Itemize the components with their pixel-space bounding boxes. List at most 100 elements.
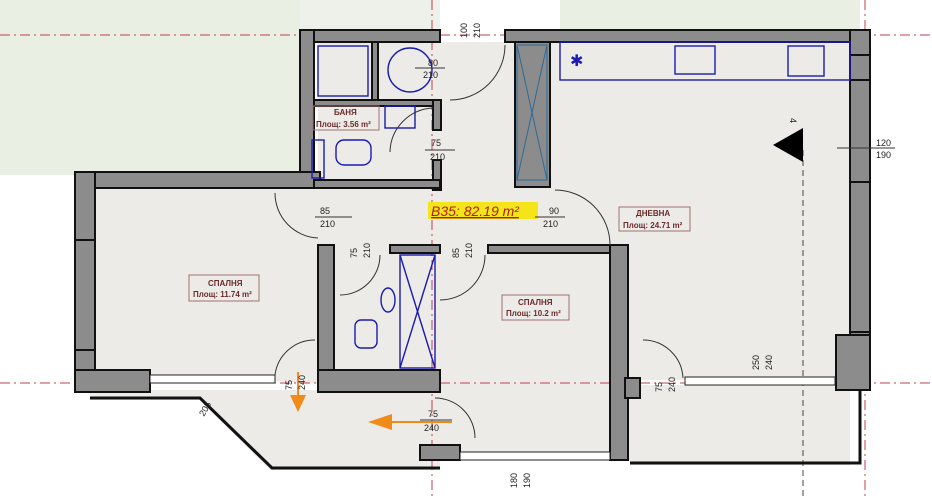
balcony-railing (630, 390, 862, 465)
door-swing (274, 339, 316, 376)
door-swing (434, 397, 476, 439)
door-swing (339, 254, 381, 296)
room-area: Площ: 3.56 m² (316, 120, 371, 129)
toilet-icon (335, 139, 372, 166)
room-label-bath: БАНЯ Площ: 3.56 m² (312, 105, 380, 131)
door-swing (389, 107, 434, 153)
svg-text:90: 90 (549, 206, 559, 216)
orange-arrow-down-icon (290, 395, 306, 412)
door-swing (554, 189, 611, 246)
window (149, 374, 276, 384)
wardrobe-cross (399, 254, 436, 369)
round-shower-icon (387, 47, 433, 93)
svg-text:250: 250 (751, 355, 761, 370)
wall (371, 41, 379, 103)
room-label-bedroom-2: СПАЛНЯ Площ: 10.2 m² (501, 294, 570, 321)
wardrobe-icon (399, 254, 436, 369)
wall (299, 29, 441, 43)
wall (317, 369, 441, 393)
wall (313, 99, 441, 107)
balcony-railing (90, 396, 440, 470)
window (459, 451, 611, 461)
svg-text:85: 85 (451, 248, 461, 258)
svg-text:80: 80 (428, 58, 438, 68)
toilet-icon (354, 319, 378, 349)
neighbor-bath (300, 0, 440, 30)
svg-text:75: 75 (431, 138, 441, 148)
exterior-area-left (0, 0, 300, 175)
room-area: Площ: 10.2 m² (506, 309, 561, 318)
apartment-title: B35: 82.19 m² (431, 203, 520, 219)
wall (835, 334, 871, 391)
sink-icon (380, 287, 396, 313)
svg-text:180: 180 (509, 473, 519, 488)
apartment-title-highlight (428, 202, 538, 219)
orange-arrow-left-icon (368, 414, 392, 430)
closet-icon (516, 44, 548, 181)
room-area: Площ: 11.74 m² (193, 290, 252, 299)
wall (389, 244, 441, 254)
wall (849, 181, 871, 333)
svg-text:210: 210 (362, 243, 372, 258)
wall (317, 244, 335, 376)
svg-text:190: 190 (876, 150, 891, 160)
room-label-living: ДНЕВНА Площ: 24.71 m² (618, 206, 691, 232)
room-name: ДНЕВНА (636, 209, 670, 218)
wall (313, 179, 441, 189)
wall (487, 244, 629, 254)
svg-text:240: 240 (297, 375, 307, 390)
svg-text:85: 85 (320, 206, 330, 216)
wall (74, 369, 151, 393)
fridge-snowflake-icon: ✱ (570, 53, 583, 70)
svg-text:240: 240 (424, 423, 439, 433)
svg-text:120: 120 (876, 138, 891, 148)
svg-text:210: 210 (472, 23, 482, 38)
exterior-area-top (560, 0, 860, 30)
svg-text:210: 210 (320, 219, 335, 229)
wall (419, 444, 461, 461)
apartment-floor (95, 42, 850, 460)
room-name: СПАЛНЯ (518, 298, 553, 307)
svg-text:190: 190 (522, 473, 532, 488)
door-swing (274, 192, 319, 239)
section-arrow-icon (773, 128, 803, 162)
radiator-icon (311, 139, 325, 179)
kitchen-sink-icon (674, 45, 716, 75)
svg-text:75: 75 (349, 248, 359, 258)
room-name: БАНЯ (334, 108, 357, 117)
closet-cross (516, 44, 548, 181)
kitchen-counter-icon (559, 41, 851, 81)
room-label-bedroom-1: СПАЛНЯ Площ: 11.74 m² (188, 274, 260, 302)
svg-text:100: 100 (459, 23, 469, 38)
svg-text:210: 210 (423, 70, 438, 80)
window (684, 376, 836, 386)
wall (609, 244, 629, 461)
svg-text:210: 210 (464, 243, 474, 258)
svg-text:210: 210 (543, 219, 558, 229)
balcony-left (90, 390, 440, 470)
wall (849, 54, 871, 81)
balcony-right (630, 385, 850, 465)
shower-icon (317, 45, 369, 97)
wall (432, 159, 442, 191)
svg-text:240: 240 (764, 355, 774, 370)
wall (74, 171, 321, 189)
sink-icon (384, 105, 416, 129)
section-marker: 4 (788, 118, 798, 123)
svg-text:75: 75 (284, 380, 294, 390)
room-area: Площ: 24.71 m² (623, 221, 683, 230)
